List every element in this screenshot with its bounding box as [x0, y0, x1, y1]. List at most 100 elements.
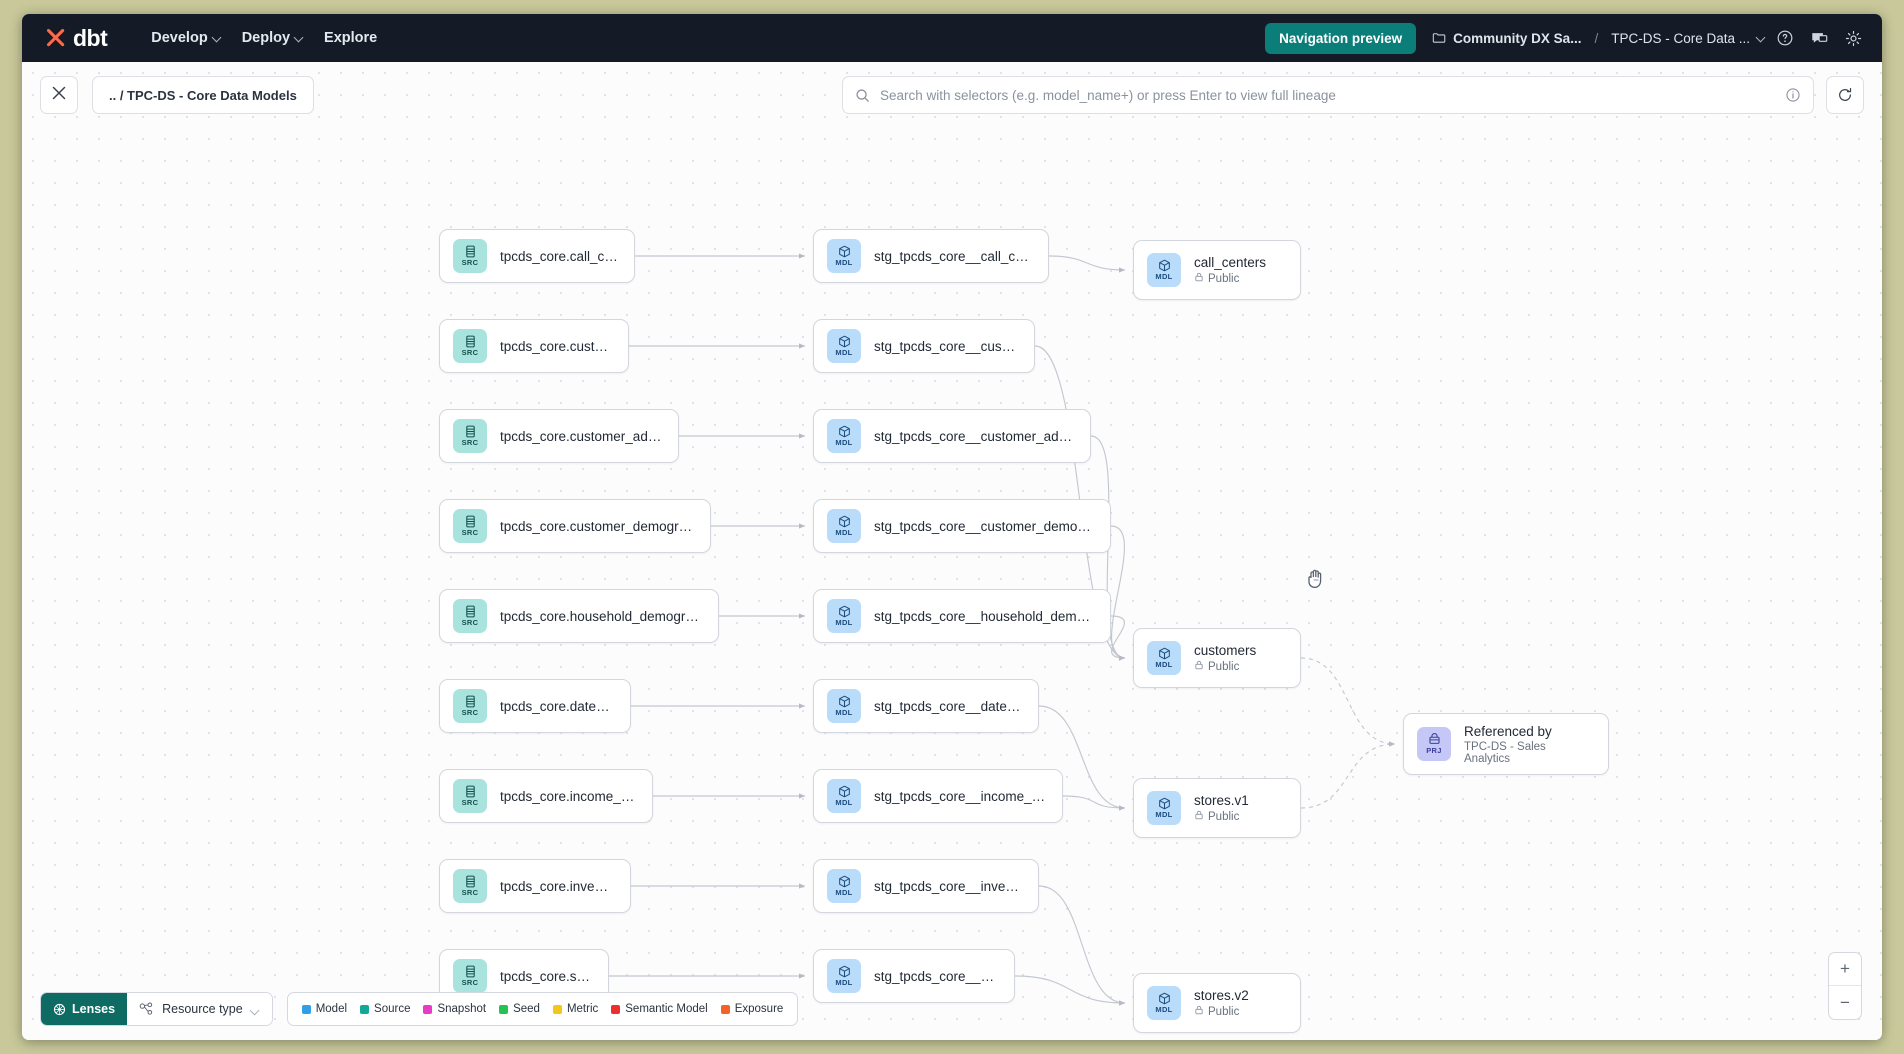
- node-title: tpcds_core.customer_address: [500, 428, 662, 444]
- node-text: tpcds_core.inventory: [500, 879, 614, 894]
- node-title: tpcds_core.call_center: [500, 248, 618, 264]
- legend-item-exposure[interactable]: Exposure: [720, 1003, 783, 1015]
- legend-label: Model: [315, 1003, 348, 1015]
- lens-group: Lenses Resource type: [40, 992, 273, 1026]
- nav-item-deploy[interactable]: Deploy: [232, 23, 314, 53]
- legend-item-snapshot[interactable]: Snapshot: [423, 1003, 486, 1015]
- legend-label: Seed: [513, 1003, 540, 1015]
- database-icon: [464, 515, 477, 528]
- node-type-abbr: SRC: [461, 617, 479, 627]
- legend-item-model[interactable]: Model: [301, 1003, 348, 1015]
- legend-item-source[interactable]: Source: [360, 1003, 410, 1015]
- resource-type-legend: Model Source Snapshot Seed Metric Semantic Mo…: [286, 992, 799, 1026]
- help-circle-icon[interactable]: [1770, 23, 1800, 53]
- node-type-badge-mdl: MDL: [827, 419, 861, 453]
- lineage-breadcrumb-pill[interactable]: .. / TPC-DS - Core Data Models: [92, 76, 314, 114]
- node-title: tpcds_core.customer_demographics: [500, 518, 694, 534]
- nav-item-develop[interactable]: Develop: [141, 23, 231, 53]
- node-subtitle-text: Public: [1208, 660, 1240, 673]
- node-type-abbr: MDL: [1155, 809, 1173, 819]
- node-title: stg_tpcds_core__income_band: [874, 788, 1046, 804]
- lineage-graph[interactable]: SRCtpcds_core.call_centerSRCtpcds_core.c…: [22, 62, 1882, 1040]
- zoom-in-button[interactable]: +: [1829, 953, 1861, 986]
- database-icon: [464, 785, 477, 798]
- node-text: tpcds_core.income_band: [500, 789, 636, 804]
- search-box[interactable]: [842, 76, 1814, 114]
- node-title: tpcds_core.store: [500, 968, 592, 984]
- node-title: stg_tpcds_core__inventory: [874, 878, 1022, 894]
- lenses-button[interactable]: Lenses: [41, 993, 128, 1025]
- nav-item-explore[interactable]: Explore: [314, 23, 387, 53]
- cube-icon: [838, 605, 851, 618]
- node-type-abbr: MDL: [1155, 659, 1173, 669]
- resource-type-dropdown[interactable]: Resource type: [127, 993, 272, 1025]
- node-type-abbr: MDL: [835, 797, 853, 807]
- node-text: stg_tpcds_core__date_dim: [874, 699, 1022, 714]
- lens-icon: [53, 1003, 66, 1016]
- info-circle-icon[interactable]: [1785, 87, 1801, 103]
- legend-item-metric[interactable]: Metric: [552, 1003, 598, 1015]
- top-navigation-bar: dbt Develop Deploy Explore Navigation pr…: [22, 14, 1882, 62]
- legend-item-seed[interactable]: Seed: [499, 1003, 540, 1015]
- lineage-node-mdl-stg-date-dim[interactable]: MDL stg_tpcds_core__date_dim: [813, 679, 1039, 733]
- legend-swatch: [611, 1004, 621, 1014]
- node-text: tpcds_core.call_center: [500, 249, 618, 264]
- dbt-logo[interactable]: dbt: [44, 25, 108, 52]
- legend-label: Snapshot: [437, 1003, 487, 1015]
- node-subtitle-text: Public: [1208, 272, 1240, 285]
- legend-swatch: [552, 1004, 562, 1014]
- lock-icon: [1194, 272, 1204, 285]
- refresh-button[interactable]: [1826, 76, 1864, 114]
- node-text: stg_tpcds_core__income_band: [874, 789, 1046, 804]
- edge-mdl-stg-customer-demographics-to-mdl-customers: [1110, 525, 1126, 661]
- cube-icon: [1158, 992, 1171, 1005]
- chat-feedback-icon[interactable]: [1804, 23, 1834, 53]
- navigation-preview-button[interactable]: Navigation preview: [1265, 22, 1417, 54]
- breadcrumb-account[interactable]: Community DX Sa...: [1453, 30, 1582, 46]
- node-text: stg_tpcds_core__customer_address: [874, 429, 1074, 444]
- zoom-out-button[interactable]: −: [1840, 992, 1850, 1012]
- node-title: stores.v2: [1194, 988, 1249, 1003]
- close-button[interactable]: [40, 76, 78, 114]
- lineage-canvas[interactable]: SRCtpcds_core.call_centerSRCtpcds_core.c…: [22, 62, 1882, 1040]
- node-text: stg_tpcds_core__inventory: [874, 879, 1022, 894]
- lineage-node-mdl-stg-income-band[interactable]: MDL stg_tpcds_core__income_band: [813, 769, 1063, 823]
- database-icon: [464, 605, 477, 618]
- node-type-abbr: MDL: [835, 437, 853, 447]
- top-nav-right-group: Navigation preview Community DX Sa... / …: [1265, 22, 1868, 54]
- gear-icon[interactable]: [1838, 23, 1868, 53]
- lineage-node-mdl-stg-customer-address[interactable]: MDL stg_tpcds_core__customer_address: [813, 409, 1091, 463]
- node-type-badge-mdl: MDL: [827, 329, 861, 363]
- cube-icon: [838, 245, 851, 258]
- breadcrumb-project[interactable]: TPC-DS - Core Data ...: [1611, 30, 1750, 46]
- search-input[interactable]: [880, 87, 1775, 103]
- chevron-down-icon[interactable]: [1757, 33, 1766, 42]
- node-type-badge-mdl: MDL: [827, 689, 861, 723]
- legend-item-semantic-model[interactable]: Semantic Model: [611, 1003, 708, 1015]
- node-type-badge-mdl: MDL: [827, 239, 861, 273]
- resource-type-label: Resource type: [162, 1002, 243, 1016]
- node-title: stores.v1: [1194, 793, 1249, 808]
- node-title: stg_tpcds_core__customer_address: [874, 428, 1074, 444]
